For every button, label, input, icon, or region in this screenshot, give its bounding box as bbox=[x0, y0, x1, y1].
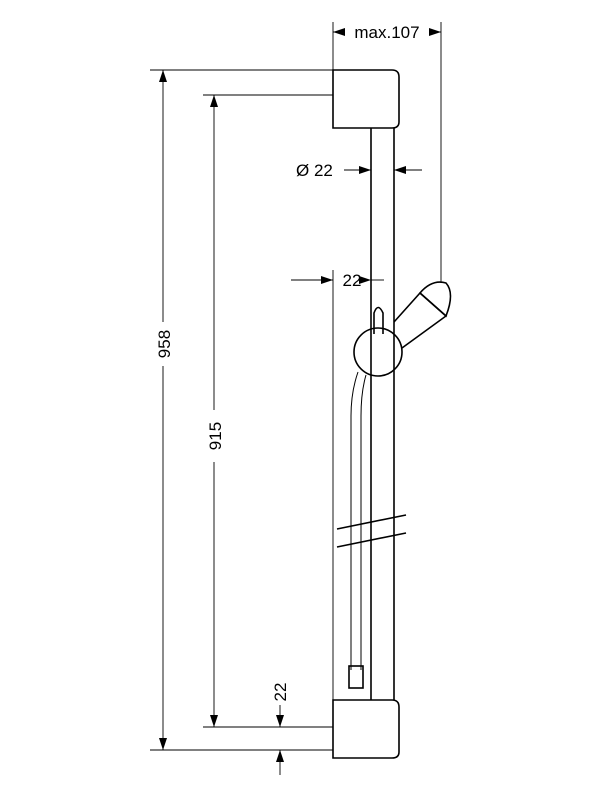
shower-rail bbox=[332, 69, 452, 759]
holder-cup bbox=[418, 281, 452, 318]
dimension-max-projection: max.107 bbox=[332, 22, 442, 283]
top-bracket bbox=[332, 69, 400, 129]
label-rail-offset: 22 bbox=[343, 271, 362, 290]
dimension-rail-diameter: Ø 22 bbox=[296, 161, 422, 180]
hose-inner bbox=[360, 374, 367, 670]
holder-arm bbox=[393, 291, 448, 349]
hose-connector bbox=[348, 665, 364, 689]
dimension-mount-spacing: 915 bbox=[203, 94, 333, 728]
label-max-projection: max.107 bbox=[354, 23, 419, 42]
label-bracket-offset: 22 bbox=[271, 683, 290, 702]
break-line-upper bbox=[336, 514, 407, 530]
slider-clip bbox=[373, 306, 384, 334]
dimension-overall-length: 958 bbox=[150, 69, 333, 751]
bottom-bracket bbox=[332, 699, 400, 759]
slider-knob bbox=[353, 327, 403, 377]
label-overall-length: 958 bbox=[155, 330, 174, 358]
break-line-lower bbox=[336, 532, 407, 548]
label-rail-diameter: Ø 22 bbox=[296, 161, 333, 180]
dimension-bracket-offset: 22 bbox=[271, 683, 290, 775]
label-mount-spacing: 915 bbox=[206, 422, 225, 450]
dimension-rail-offset: 22 bbox=[291, 270, 384, 700]
hose-outer bbox=[350, 371, 359, 670]
